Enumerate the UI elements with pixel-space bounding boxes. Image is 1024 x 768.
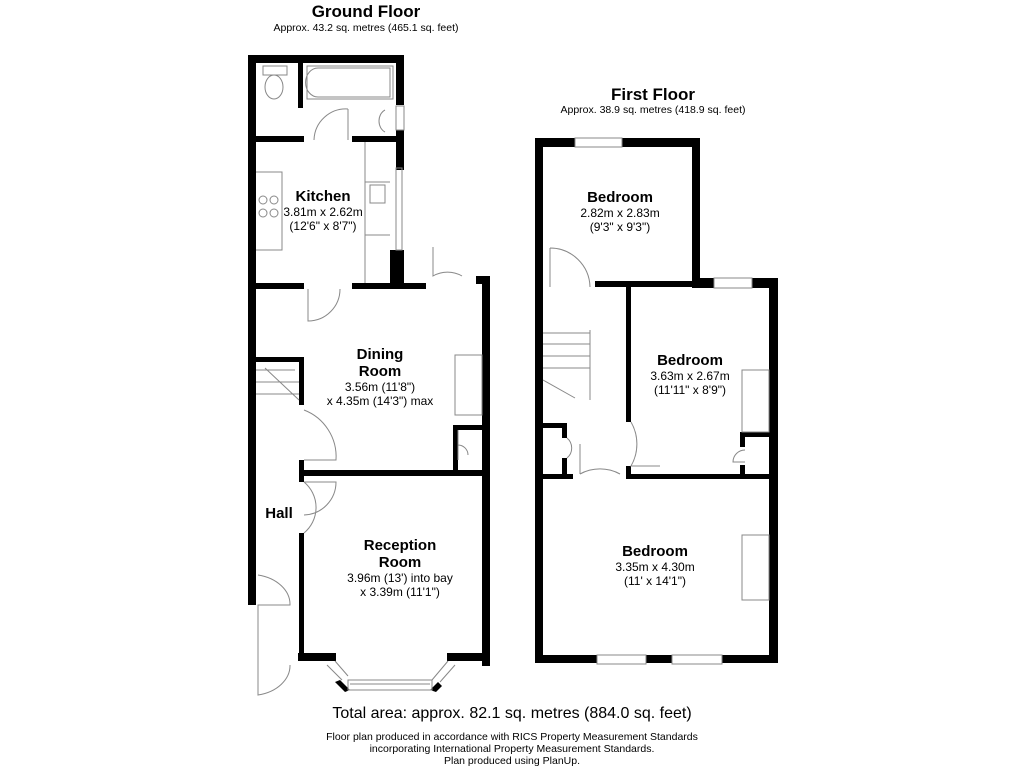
footer-line-3: Plan produced using PlanUp.	[443, 755, 580, 767]
ground-floor-area: Approx. 43.2 sq. metres (465.1 sq. feet)	[273, 22, 459, 34]
footer-line-2: incorporating International Property Mea…	[369, 743, 655, 755]
room-dimensions: 3.96m (13') into bay	[347, 571, 453, 585]
room-name-2: Room	[378, 554, 422, 571]
total-area: Total area: approx. 82.1 sq. metres (884…	[332, 705, 692, 722]
room-bedroom-middle: Bedroom 3.63m x 2.67m (11'11" x 8'9")	[630, 352, 750, 397]
room-dimensions-imperial: (11'11" x 8'9")	[653, 383, 727, 397]
room-name: Bedroom	[587, 189, 653, 206]
room-bedroom-front: Bedroom 3.35m x 4.30m (11' x 14'1")	[595, 543, 715, 588]
room-dimensions: 2.82m x 2.83m	[580, 206, 660, 220]
room-dimensions-imperial: (9'3" x 9'3")	[589, 220, 651, 234]
room-dimensions: 3.81m x 2.62m	[283, 205, 363, 219]
room-name: Reception	[363, 537, 437, 554]
room-name-2: Room	[358, 363, 402, 380]
room-kitchen: Kitchen 3.81m x 2.62m (12'6" x 8'7")	[268, 188, 378, 233]
room-reception: Reception Room 3.96m (13') into bay x 3.…	[330, 537, 470, 599]
room-name: Bedroom	[657, 352, 723, 369]
first-floor-title: First Floor	[610, 85, 696, 104]
room-name: Bedroom	[622, 543, 688, 560]
room-dimensions-2: x 3.39m (11'1")	[360, 585, 440, 599]
ground-floor-title: Ground Floor	[311, 2, 421, 21]
room-name: Dining	[356, 346, 404, 363]
footer-line-1: Floor plan produced in accordance with R…	[326, 731, 698, 743]
first-floor-area: Approx. 38.9 sq. metres (418.9 sq. feet)	[560, 104, 746, 116]
room-dimensions: 3.35m x 4.30m	[615, 560, 695, 574]
room-hall: Hall	[265, 505, 293, 522]
room-dimensions: 3.63m x 2.67m	[650, 369, 730, 383]
room-name: Kitchen	[295, 188, 351, 205]
room-dimensions-imperial: (12'6" x 8'7")	[289, 219, 357, 233]
room-dimensions-2: x 4.35m (14'3") max	[326, 394, 434, 408]
room-dimensions-imperial: (11' x 14'1")	[624, 574, 686, 588]
room-dining: Dining Room 3.56m (11'8") x 4.35m (14'3"…	[300, 346, 460, 408]
room-dimensions: 3.56m (11'8")	[344, 380, 416, 394]
room-bedroom-rear: Bedroom 2.82m x 2.83m (9'3" x 9'3")	[560, 189, 680, 234]
